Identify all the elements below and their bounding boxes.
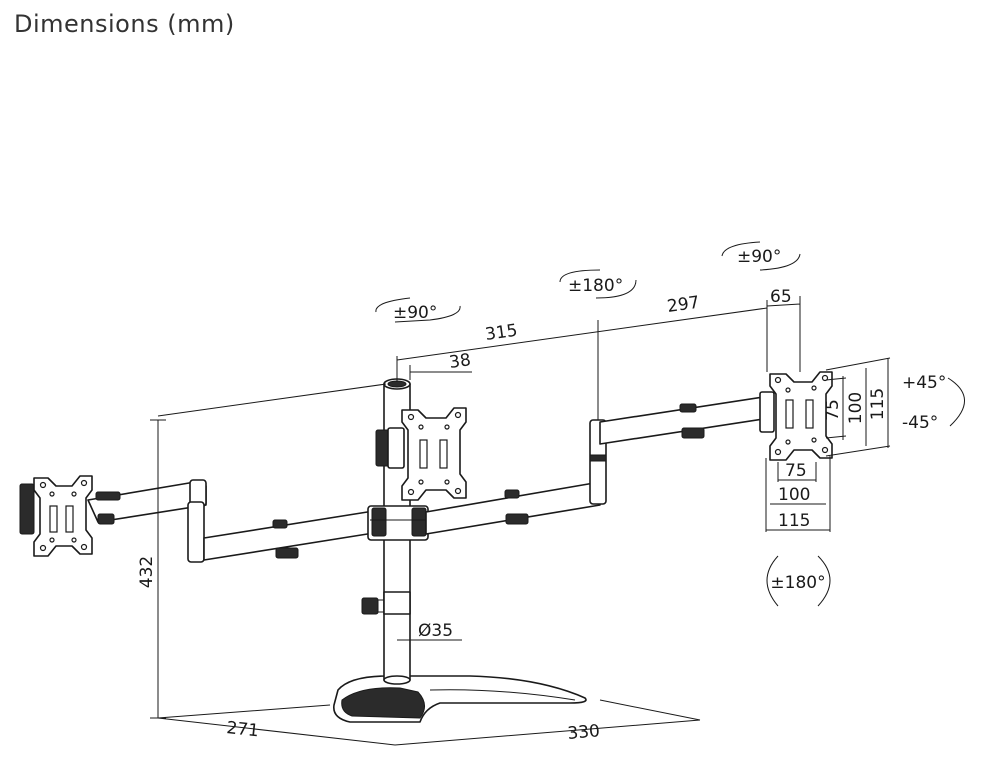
arm-left-dim-label: 315 bbox=[484, 321, 519, 345]
center-hub bbox=[367, 505, 429, 541]
base-width-dim-label: 330 bbox=[567, 721, 601, 744]
right-arm bbox=[425, 395, 771, 535]
stand-base bbox=[333, 675, 587, 723]
rotate-label: ±180° bbox=[770, 573, 825, 593]
vesa-115-vertical-label: 115 bbox=[868, 388, 888, 420]
base-depth-dim-label: 271 bbox=[225, 718, 259, 741]
dimension-labels: 432 271 330 Ø35 38 315 297 65 75 100 115… bbox=[137, 247, 946, 744]
vesa-100-horizontal-label: 100 bbox=[778, 485, 810, 505]
arm-right-dim-label: 297 bbox=[666, 293, 701, 317]
vesa-75-vertical-label: 75 bbox=[823, 399, 843, 421]
vesa-75-horizontal-label: 75 bbox=[785, 461, 807, 481]
pole-diameter-dim-label: Ø35 bbox=[418, 621, 453, 641]
center-vesa-plate bbox=[375, 407, 467, 501]
left-vesa-plate bbox=[19, 475, 93, 557]
vesa-115-horizontal-label: 115 bbox=[778, 511, 810, 531]
vesa-100-vertical-label: 100 bbox=[846, 392, 866, 424]
left-arm bbox=[87, 479, 381, 563]
dimension-lines bbox=[150, 241, 965, 746]
mid-swivel-label: ±180° bbox=[568, 276, 623, 296]
plate-depth-dim-label: 65 bbox=[770, 287, 792, 307]
pole-offset-dim-label: 38 bbox=[448, 350, 472, 373]
right-vesa-plate bbox=[759, 371, 833, 461]
tilt-down-label: -45° bbox=[902, 413, 938, 433]
tilt-up-label: +45° bbox=[902, 373, 946, 393]
right-swivel-label: ±90° bbox=[737, 247, 781, 267]
left-swivel-label: ±90° bbox=[393, 303, 437, 323]
height-dim-label: 432 bbox=[137, 556, 157, 588]
page-title: Dimensions (mm) bbox=[14, 10, 235, 38]
